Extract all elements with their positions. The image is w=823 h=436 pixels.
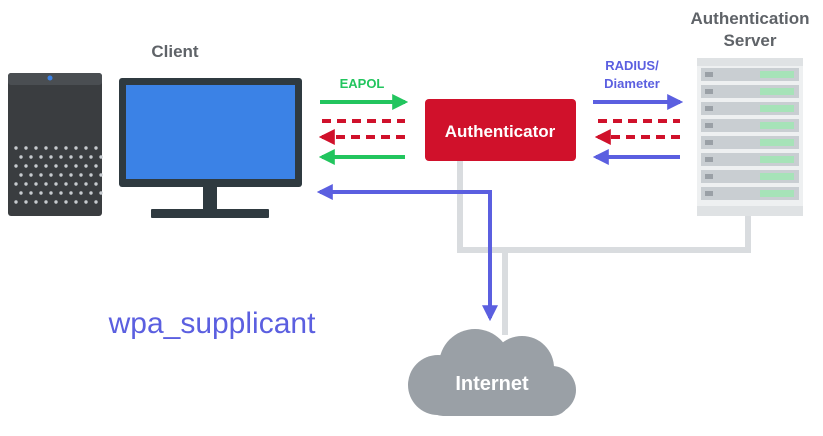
grille-dot [49,173,53,177]
grille-dot [89,191,93,195]
grille-dot [79,173,83,177]
grille-dot [39,173,43,177]
rack-bays [760,156,794,163]
grille-dot [19,173,23,177]
rack-led [705,191,713,196]
grille-dot [99,191,103,195]
grille-dot [94,200,98,204]
grille-dot [24,164,28,168]
grille-dot [54,146,58,150]
monitor-icon [119,78,302,218]
grille-dot [94,182,98,186]
grille-dot [94,164,98,168]
speaker-device-icon [8,73,103,216]
grille-dot [39,191,43,195]
grille-dot [49,155,53,159]
grille-dot [79,191,83,195]
grille-dot [14,200,18,204]
rack-units [701,68,799,200]
grille-dot [84,182,88,186]
grille-dot [84,146,88,150]
server-rack-icon [697,58,803,216]
grille-dot [74,182,78,186]
grille-dot [69,191,73,195]
grille-dot [69,173,73,177]
internet-label: Internet [455,373,529,395]
grille-dot [24,200,28,204]
grille-dot [19,191,23,195]
cloud-icon: Internet [408,329,576,416]
rack-led [705,174,713,179]
grille-dot [89,173,93,177]
grille-dot [34,146,38,150]
authenticator-label: Authenticator [445,122,556,141]
grille-dot [74,200,78,204]
grille-dot [74,146,78,150]
radius-label-line1: RADIUS/ [605,58,659,73]
grille-dot [64,146,68,150]
rack-bays [760,173,794,180]
rack-led [705,140,713,145]
grille-dot [59,191,63,195]
grille-dot [49,191,53,195]
grille-dot [14,182,18,186]
authenticator-box: Authenticator [425,99,576,161]
grille-dot [44,200,48,204]
rack-bays [760,105,794,112]
client-label: Client [151,42,199,61]
grille-dot [59,155,63,159]
grille-dot [29,173,33,177]
grille-dot [89,155,93,159]
grille-dot [19,155,23,159]
auth-server-label-line2: Server [724,31,777,50]
grille-dot [54,200,58,204]
grille-dot [34,200,38,204]
rack-bays [760,122,794,129]
rack-bays [760,190,794,197]
grille-dot [99,155,103,159]
grille-dot [94,146,98,150]
speaker-grille [14,146,103,204]
grille-dot [84,164,88,168]
grille-dot [79,155,83,159]
client-internet-arrow [316,184,498,322]
eapol-label: EAPOL [340,76,385,91]
grille-dot [64,182,68,186]
grille-dot [39,155,43,159]
rack-led [705,157,713,162]
grille-dot [34,164,38,168]
auth-server-label-line1: Authentication [691,9,810,28]
grille-dot [64,200,68,204]
grille-dot [54,164,58,168]
grille-dot [14,146,18,150]
rack-bays [760,139,794,146]
rack-bays [760,71,794,78]
grille-dot [59,173,63,177]
radius-label-line2: Diameter [604,76,660,91]
grille-dot [69,155,73,159]
rack-led [705,72,713,77]
grille-dot [24,146,28,150]
grille-dot [29,155,33,159]
grille-dot [64,164,68,168]
grille-dot [84,200,88,204]
grille-dot [14,164,18,168]
rack-led [705,123,713,128]
grille-dot [44,182,48,186]
grille-dot [54,182,58,186]
rack-bays [760,88,794,95]
grille-dot [24,182,28,186]
grille-dot [74,164,78,168]
grille-dot [34,182,38,186]
wpa-supplicant-label: wpa_supplicant [108,307,316,340]
grille-dot [44,146,48,150]
rack-led [705,106,713,111]
rack-led [705,89,713,94]
grille-dot [99,173,103,177]
grille-dot [29,191,33,195]
grille-dot [44,164,48,168]
